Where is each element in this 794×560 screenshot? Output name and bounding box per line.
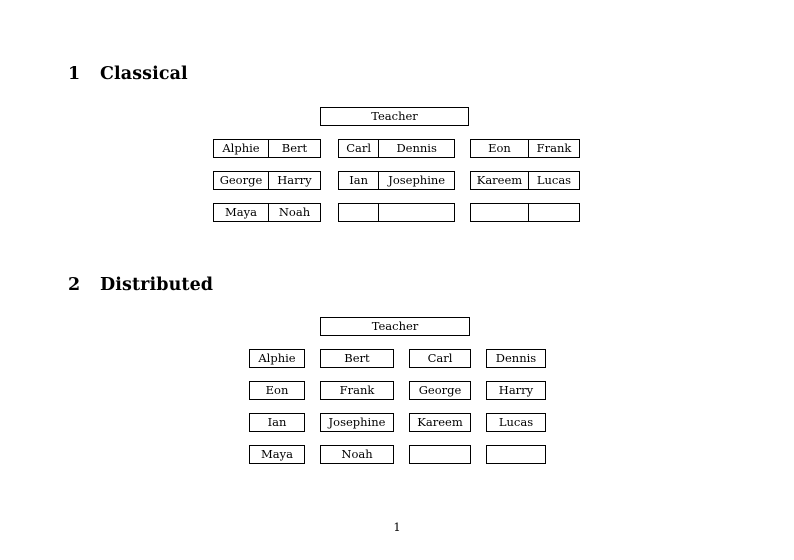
node-box: Maya: [249, 445, 305, 464]
table-cell-empty: [378, 204, 454, 221]
section-number: 1: [68, 64, 81, 84]
node-box: Lucas: [486, 413, 546, 432]
section-number: 2: [68, 275, 81, 295]
table-row: Carl Dennis: [338, 139, 455, 158]
node-box: Bert: [320, 349, 394, 368]
table-cell: Ian: [349, 173, 369, 187]
node-box: Ian: [249, 413, 305, 432]
section-heading-classical: 1 Classical: [68, 64, 188, 84]
table-cell: Frank: [527, 140, 579, 157]
node-box: Josephine: [320, 413, 394, 432]
table-row: Ian Josephine: [338, 171, 455, 190]
table-cell-empty: [527, 204, 579, 221]
table-cell: Dennis: [378, 140, 454, 157]
table-cell: Josephine: [378, 172, 454, 189]
node-box-empty: [486, 445, 546, 464]
table-cell: Kareem: [476, 173, 523, 187]
table-cell: Bert: [267, 140, 320, 157]
table-row: Eon Frank: [470, 139, 580, 158]
table-cell: Maya: [224, 205, 257, 219]
table-cell: Alphie: [222, 141, 260, 155]
teacher-box-distributed: Teacher: [320, 317, 470, 336]
node-box: Dennis: [486, 349, 546, 368]
page-number: 1: [393, 520, 401, 534]
node-box: Frank: [320, 381, 394, 400]
teacher-box-classical: Teacher: [320, 107, 469, 126]
node-box: Kareem: [409, 413, 471, 432]
node-box: Eon: [249, 381, 305, 400]
table-cell-empty: [471, 204, 528, 221]
node-box-empty: [409, 445, 471, 464]
node-box: George: [409, 381, 471, 400]
table-row: [470, 203, 580, 222]
section-heading-distributed: 2 Distributed: [68, 275, 213, 295]
table-row: Kareem Lucas: [470, 171, 580, 190]
table-cell: Noah: [267, 204, 320, 221]
table-row: George Harry: [213, 171, 321, 190]
section-title: Classical: [100, 64, 188, 84]
table-row: Maya Noah: [213, 203, 321, 222]
section-title: Distributed: [100, 275, 214, 295]
node-box: Harry: [486, 381, 546, 400]
table-cell: Carl: [346, 141, 372, 155]
table-cell: George: [219, 173, 263, 187]
node-box: Noah: [320, 445, 394, 464]
table-row: [338, 203, 455, 222]
node-box: Alphie: [249, 349, 305, 368]
node-box: Carl: [409, 349, 471, 368]
table-row: Alphie Bert: [213, 139, 321, 158]
table-cell: Lucas: [527, 172, 579, 189]
table-cell-empty: [339, 204, 378, 221]
table-cell: Eon: [488, 141, 511, 155]
table-cell: Harry: [267, 172, 320, 189]
